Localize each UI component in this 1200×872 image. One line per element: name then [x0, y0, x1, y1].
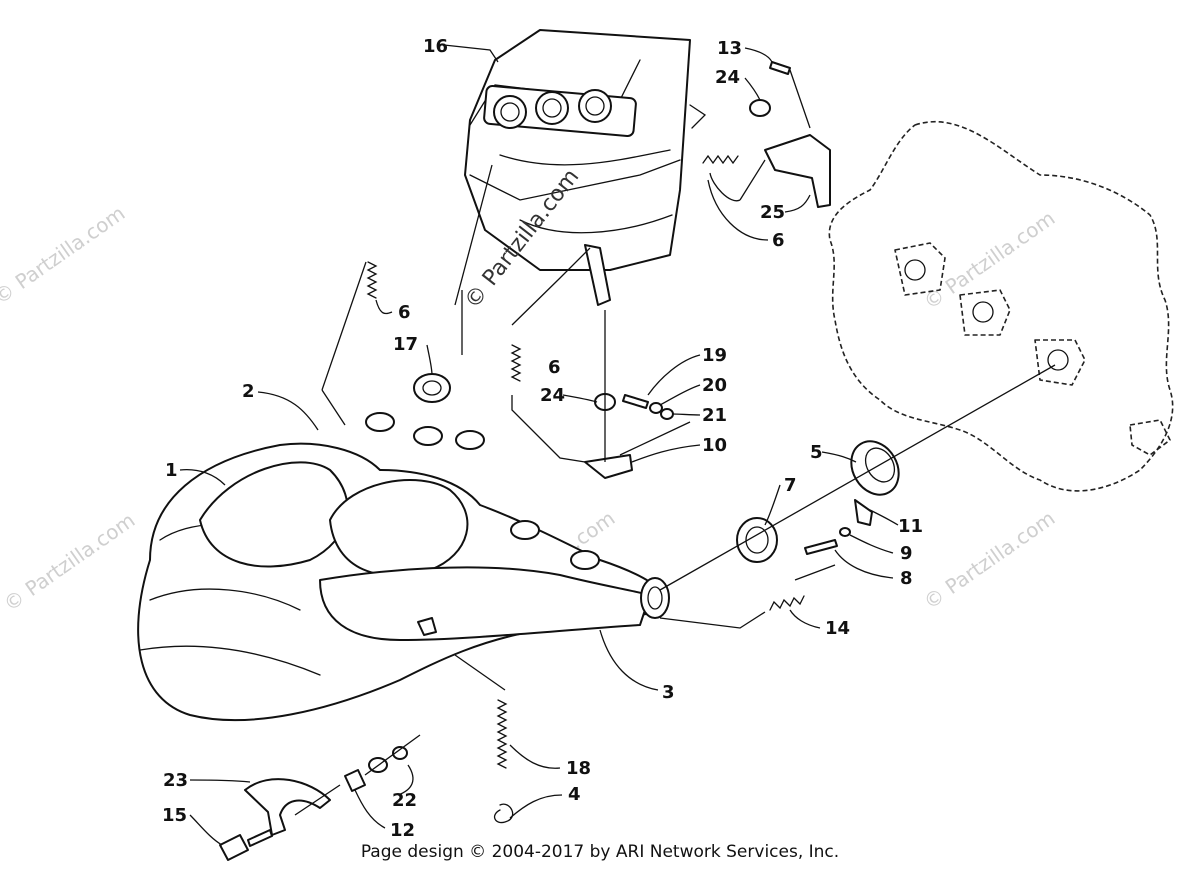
- callout-19: 19: [702, 345, 727, 366]
- callout-6-right: 6: [772, 230, 785, 251]
- callout-9: 9: [900, 543, 913, 564]
- leader-lines: [179, 44, 1056, 846]
- callout-18: 18: [566, 758, 591, 779]
- watermark: © Partzilla.com: [0, 201, 129, 309]
- callout-12: 12: [390, 820, 415, 841]
- callout-1: 1: [165, 460, 178, 481]
- callout-22: 22: [392, 790, 417, 811]
- callout-6-left: 6: [398, 302, 411, 323]
- callout-2: 2: [242, 381, 255, 402]
- callout-17: 17: [393, 334, 418, 355]
- callout-16: 16: [423, 36, 448, 57]
- callout-24-upper: 24: [715, 67, 740, 88]
- watermark: © Partzilla.com: [919, 206, 1059, 314]
- airbox-muffler: [464, 29, 707, 306]
- callout-25: 25: [760, 202, 785, 223]
- callout-20: 20: [702, 375, 727, 396]
- callout-11: 11: [898, 516, 923, 537]
- engine-outline: [828, 120, 1174, 492]
- copyright-footer: Page design © 2004-2017 by ARI Network S…: [360, 842, 840, 862]
- callout-21: 21: [702, 405, 727, 426]
- callout-13: 13: [717, 38, 742, 59]
- watermark: © Partzilla.com: [919, 506, 1059, 614]
- callout-7: 7: [784, 475, 797, 496]
- callout-8: 8: [900, 568, 913, 589]
- callout-3: 3: [662, 682, 675, 703]
- callout-6-middle: 6: [548, 357, 561, 378]
- exhaust-pipe: [137, 412, 670, 722]
- callout-23: 23: [163, 770, 188, 791]
- callout-5: 5: [810, 442, 823, 463]
- watermark: © Partzilla.com: [0, 508, 139, 616]
- callout-10: 10: [702, 435, 727, 456]
- callout-24-lower: 24: [540, 385, 565, 406]
- callout-4: 4: [568, 784, 581, 805]
- callout-14: 14: [825, 618, 850, 639]
- callout-labels: 1 2 3 4 5 6 6 6 7 8 9 10 11 12 13 14 15 …: [162, 36, 923, 841]
- callout-15: 15: [162, 805, 187, 826]
